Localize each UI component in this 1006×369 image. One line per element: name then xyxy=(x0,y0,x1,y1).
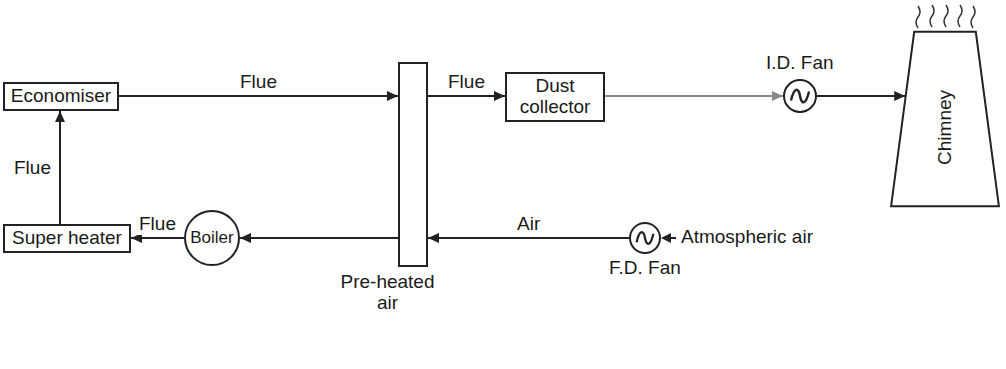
connector-line xyxy=(817,95,905,97)
inlet-arrowhead xyxy=(661,233,671,243)
fd-fan: F.D. Fan xyxy=(629,222,661,254)
flow-label: Flue xyxy=(446,72,487,93)
connector-line xyxy=(119,95,398,97)
connector-line xyxy=(428,237,629,239)
arrowhead xyxy=(494,91,505,101)
fan-symbol xyxy=(631,224,659,252)
connector-line xyxy=(59,111,61,224)
node-label: Economiser xyxy=(11,86,111,107)
connector-line xyxy=(428,95,505,97)
flow-connector xyxy=(55,111,65,224)
node-label: I.D. Fan xyxy=(766,53,834,74)
node-label: Boiler xyxy=(190,229,233,248)
node-label: Pre-heated air xyxy=(340,272,435,314)
node-label: F.D. Fan xyxy=(609,258,681,279)
fan-blade xyxy=(791,90,809,103)
arrowhead xyxy=(894,91,905,101)
arrowhead xyxy=(772,91,783,101)
superheater-box: Super heater xyxy=(3,224,131,253)
chimney-shape xyxy=(891,32,999,206)
flow-label: Flue xyxy=(238,72,279,93)
node-label: Chimney xyxy=(935,90,956,165)
chimney: Chimney xyxy=(890,30,1000,208)
arrowhead xyxy=(55,111,65,122)
flow-connector xyxy=(240,233,398,243)
smoke-lines xyxy=(916,5,975,28)
economiser-box: Economiser xyxy=(3,82,119,111)
id-fan: I.D. Fan xyxy=(783,79,817,113)
arrowhead xyxy=(428,233,439,243)
connector-line xyxy=(605,95,783,97)
inlet-label: Atmospheric air xyxy=(681,227,813,248)
flow-label: Flue xyxy=(12,158,53,179)
boiler-circle: Boiler xyxy=(184,210,240,266)
connector-line xyxy=(240,237,398,239)
flow-connector xyxy=(817,91,905,101)
dust-collector-box: Dust collector xyxy=(505,72,605,122)
flow-connector xyxy=(605,91,783,101)
node-label: Dust collector xyxy=(507,76,603,118)
flow-label: Flue xyxy=(137,214,178,235)
flow-label: Air xyxy=(515,214,542,235)
fan-blade xyxy=(637,232,654,244)
air-preheater-box: Pre-heated air xyxy=(398,62,428,267)
arrowhead xyxy=(387,91,398,101)
arrowhead xyxy=(240,233,251,243)
node-label: Super heater xyxy=(12,228,122,249)
fan-symbol xyxy=(785,81,815,111)
